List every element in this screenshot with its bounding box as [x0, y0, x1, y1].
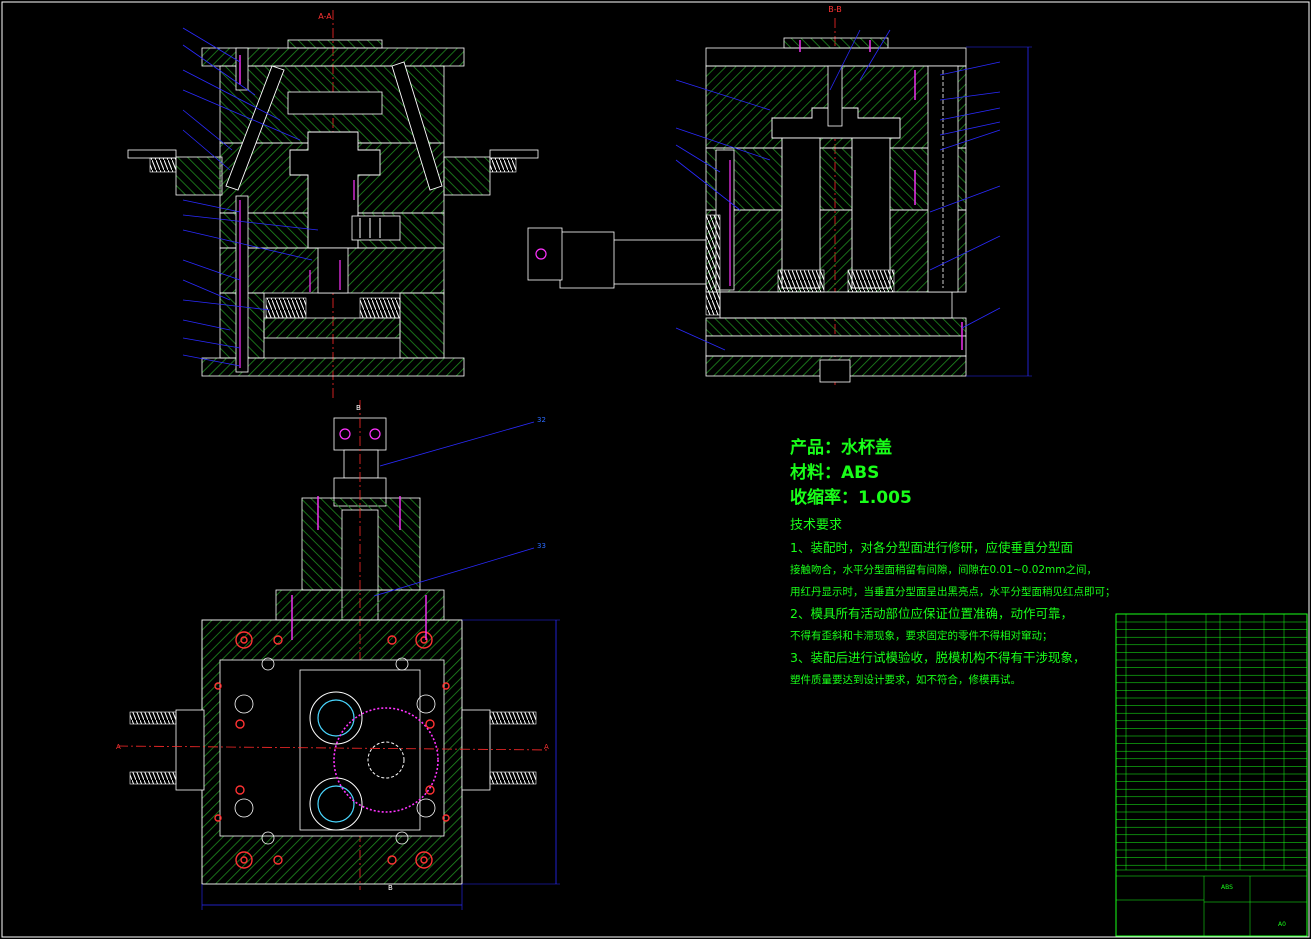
note-line-6: 3、装配后进行试模验收，脱模机构不得有干涉现象，	[790, 650, 1086, 665]
shrinkage-rate: 收缩率：1.005	[790, 488, 912, 508]
product-name: 产品：水杯盖	[790, 438, 892, 458]
technical-notes: 产品：水杯盖 材料：ABS 收缩率：1.005 技术要求 1、装配时，对各分型面…	[790, 436, 1116, 691]
callout-32: 32	[537, 416, 546, 424]
note-line-5: 不得有歪斜和卡滞现象，要求固定的零件不得相对窜动；	[790, 630, 1053, 642]
section-label-aa: A-A	[318, 12, 332, 21]
title-block: ABS A0	[1115, 613, 1308, 937]
section-view-bb: B-B	[527, 5, 1032, 385]
material-name: 材料：ABS	[790, 463, 880, 483]
note-line-1: 1、装配时，对各分型面进行修研，应使垂直分型面	[790, 540, 1073, 555]
tech-requirements-title: 技术要求	[790, 518, 843, 533]
note-line-7: 塑件质量要达到设计要求，如不符合，修模再试。	[790, 674, 1021, 686]
section-mark-b-bottom: B	[388, 884, 393, 892]
note-line-2: 接触吻合，水平分型面稍留有间隙，间隙在0.01~0.02mm之间，	[790, 564, 1098, 576]
title-block-material: ABS	[1221, 884, 1233, 891]
section-label-bb: B-B	[828, 5, 842, 14]
section-view-aa: A-A	[127, 10, 539, 400]
section-mark-a-right: A	[544, 743, 549, 751]
note-line-3: 用红丹显示时，当垂直分型面呈出黑亮点，水平分型面稍见红点即可；	[790, 586, 1116, 598]
plan-view: B B A A 32 33	[116, 400, 560, 910]
note-line-4: 2、模具所有活动部位应保证位置准确，动作可靠，	[790, 606, 1073, 621]
section-mark-a-left: A	[116, 743, 121, 751]
title-block-sheet-size: A0	[1278, 921, 1286, 928]
section-mark-b-top: B	[356, 404, 361, 412]
callout-33: 33	[537, 542, 546, 550]
